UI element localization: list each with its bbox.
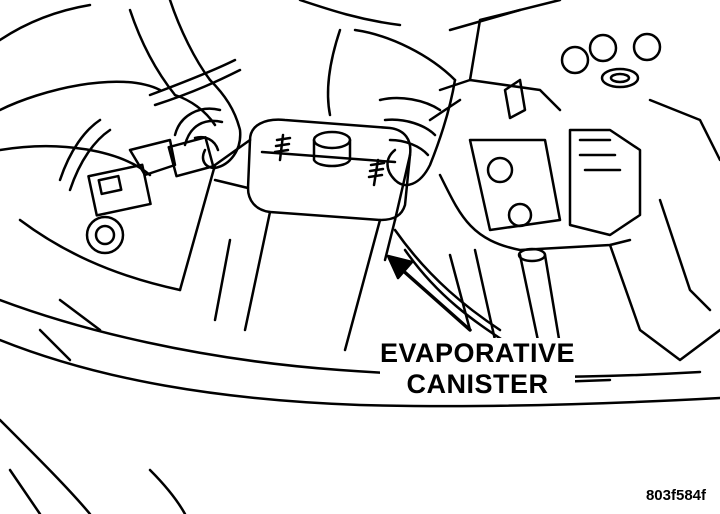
vent-hoses xyxy=(393,228,562,352)
callout-arrow xyxy=(386,254,472,332)
fender-lines xyxy=(0,3,720,514)
callout-line-2: CANISTER xyxy=(406,369,549,399)
left-hand xyxy=(128,0,242,170)
hose-connector xyxy=(85,136,215,255)
wiring-harness xyxy=(58,58,242,192)
figure-id: 803f584f xyxy=(645,487,706,504)
callout-label: EVAPORATIVE CANISTER xyxy=(380,338,576,400)
mounting-bracket xyxy=(428,0,720,362)
callout-line-1: EVAPORATIVE xyxy=(380,338,576,368)
canister-body xyxy=(178,118,412,352)
